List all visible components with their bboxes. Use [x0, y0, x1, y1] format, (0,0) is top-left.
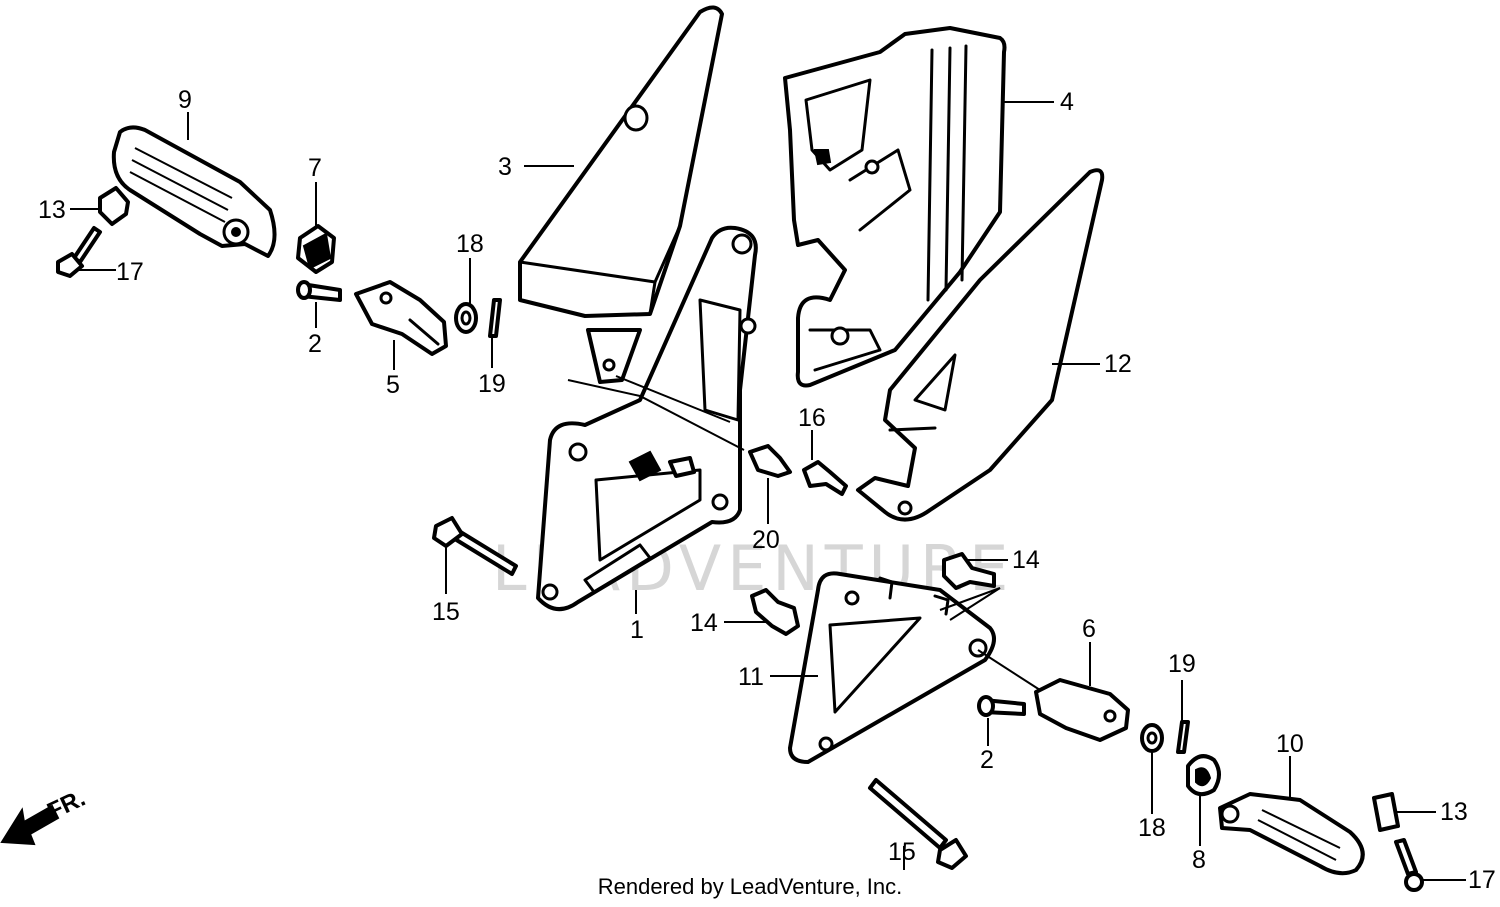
part-1-footpeg-bracket[interactable] [536, 225, 758, 611]
callout-labels: 9 13 17 7 2 5 18 19 3 4 12 16 20 15 1 14… [38, 86, 1496, 894]
front-direction-indicator: FR. [0, 785, 90, 846]
callout-19: 19 [478, 370, 506, 398]
part-10-footpeg-right[interactable] [1218, 792, 1365, 876]
front-arrow-icon [0, 804, 60, 846]
callout-20: 20 [752, 526, 780, 554]
part-15-bolt-lower[interactable] [868, 778, 968, 870]
part-16-bolt[interactable] [802, 460, 848, 496]
callout-13: 13 [38, 196, 66, 224]
part-3-heel-guard-upper[interactable] [518, 5, 724, 384]
callout-19: 19 [1168, 650, 1196, 678]
callout-14: 14 [690, 609, 718, 637]
callout-18: 18 [456, 230, 484, 258]
part-17-bolt-left[interactable] [56, 226, 102, 278]
callout-9: 9 [178, 86, 192, 114]
part-18-washer-left[interactable] [454, 302, 478, 334]
callout-10: 10 [1276, 730, 1304, 758]
part-11-lower-bracket[interactable] [788, 571, 996, 764]
callout-2: 2 [308, 330, 322, 358]
callout-8: 8 [1192, 846, 1206, 874]
callout-5: 5 [386, 371, 400, 399]
part-12-heel-guard-lower[interactable] [856, 168, 1105, 522]
callout-17: 17 [1468, 866, 1496, 894]
callout-6: 6 [1082, 615, 1096, 643]
callout-1: 1 [630, 616, 644, 644]
part-20-bolt[interactable] [748, 444, 792, 478]
callout-14: 14 [1012, 546, 1040, 574]
part-8-return-spring[interactable] [1186, 754, 1221, 797]
part-9-footpeg-left[interactable] [111, 125, 277, 258]
callout-17: 17 [116, 258, 144, 286]
part-13-collar-right[interactable] [1372, 792, 1400, 832]
callout-leaders [70, 101, 1466, 881]
callout-3: 3 [498, 153, 512, 181]
callout-16: 16 [798, 404, 826, 432]
part-5-pivot-holder[interactable] [354, 280, 448, 356]
part-19-cotter-pin-left[interactable] [488, 298, 502, 338]
assembly-guide-lines [567, 375, 1041, 691]
callout-15: 15 [432, 598, 460, 626]
callout-11: 11 [738, 663, 764, 691]
callout-7: 7 [308, 154, 322, 182]
part-17-bolt-right[interactable] [1394, 838, 1424, 892]
part-4-heat-shield[interactable] [783, 26, 1007, 388]
callout-4: 4 [1060, 88, 1074, 116]
part-7-return-spring[interactable] [296, 224, 336, 274]
callout-15: 15 [888, 838, 916, 866]
part-18-washer-right[interactable] [1140, 723, 1164, 753]
callout-2: 2 [980, 746, 994, 774]
part-13-collar-left[interactable] [98, 186, 130, 226]
callout-12: 12 [1104, 350, 1132, 378]
part-15-bolt-upper[interactable] [432, 516, 518, 576]
part-14-bolt-upper[interactable] [942, 552, 996, 590]
part-19-cotter-pin-right[interactable] [1176, 720, 1190, 754]
part-2-pin-right[interactable] [977, 695, 1026, 717]
callout-18: 18 [1138, 814, 1166, 842]
part-14-bolt-lower[interactable] [750, 588, 800, 636]
credit-line: Rendered by LeadVenture, Inc. [597, 874, 903, 899]
callout-13: 13 [1440, 798, 1468, 826]
part-2-pin-left[interactable] [296, 280, 342, 302]
part-6-pivot-holder[interactable] [1034, 678, 1130, 742]
